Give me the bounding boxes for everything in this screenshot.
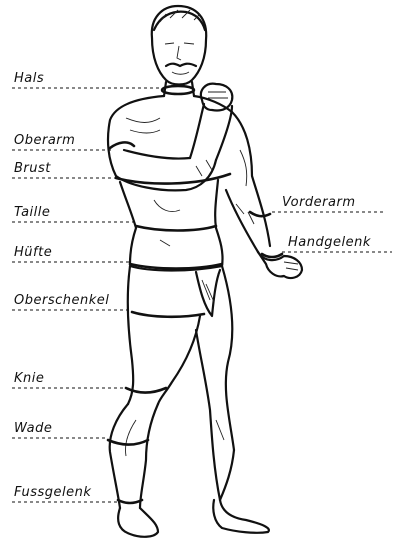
label-fussgelenk: Fussgelenk	[14, 485, 91, 500]
band-handgelenk	[262, 254, 282, 257]
band-fussgelenk	[118, 500, 142, 503]
band-vorderarm	[250, 212, 270, 216]
label-vorderarm: Vorderarm	[282, 195, 356, 210]
label-taille: Taille	[14, 205, 50, 220]
band-hals	[162, 86, 194, 94]
man-figure	[108, 6, 302, 537]
label-knie: Knie	[14, 371, 44, 386]
band-oberschenkel	[132, 312, 204, 317]
band-wade	[108, 440, 148, 445]
label-oberschenkel: Oberschenkel	[14, 293, 109, 308]
label-oberarm: Oberarm	[14, 133, 75, 148]
labels: Hals Oberarm Brust Taille Hüfte Obersche…	[14, 71, 371, 500]
band-taille	[136, 226, 216, 231]
label-brust: Brust	[14, 161, 51, 176]
label-hals: Hals	[14, 71, 44, 86]
band-brust	[116, 174, 230, 184]
label-wade: Wade	[14, 421, 52, 436]
label-huefte: Hüfte	[14, 245, 52, 260]
band-oberarm	[110, 142, 134, 148]
label-handgelenk: Handgelenk	[288, 235, 371, 250]
measurement-bands	[108, 86, 282, 503]
